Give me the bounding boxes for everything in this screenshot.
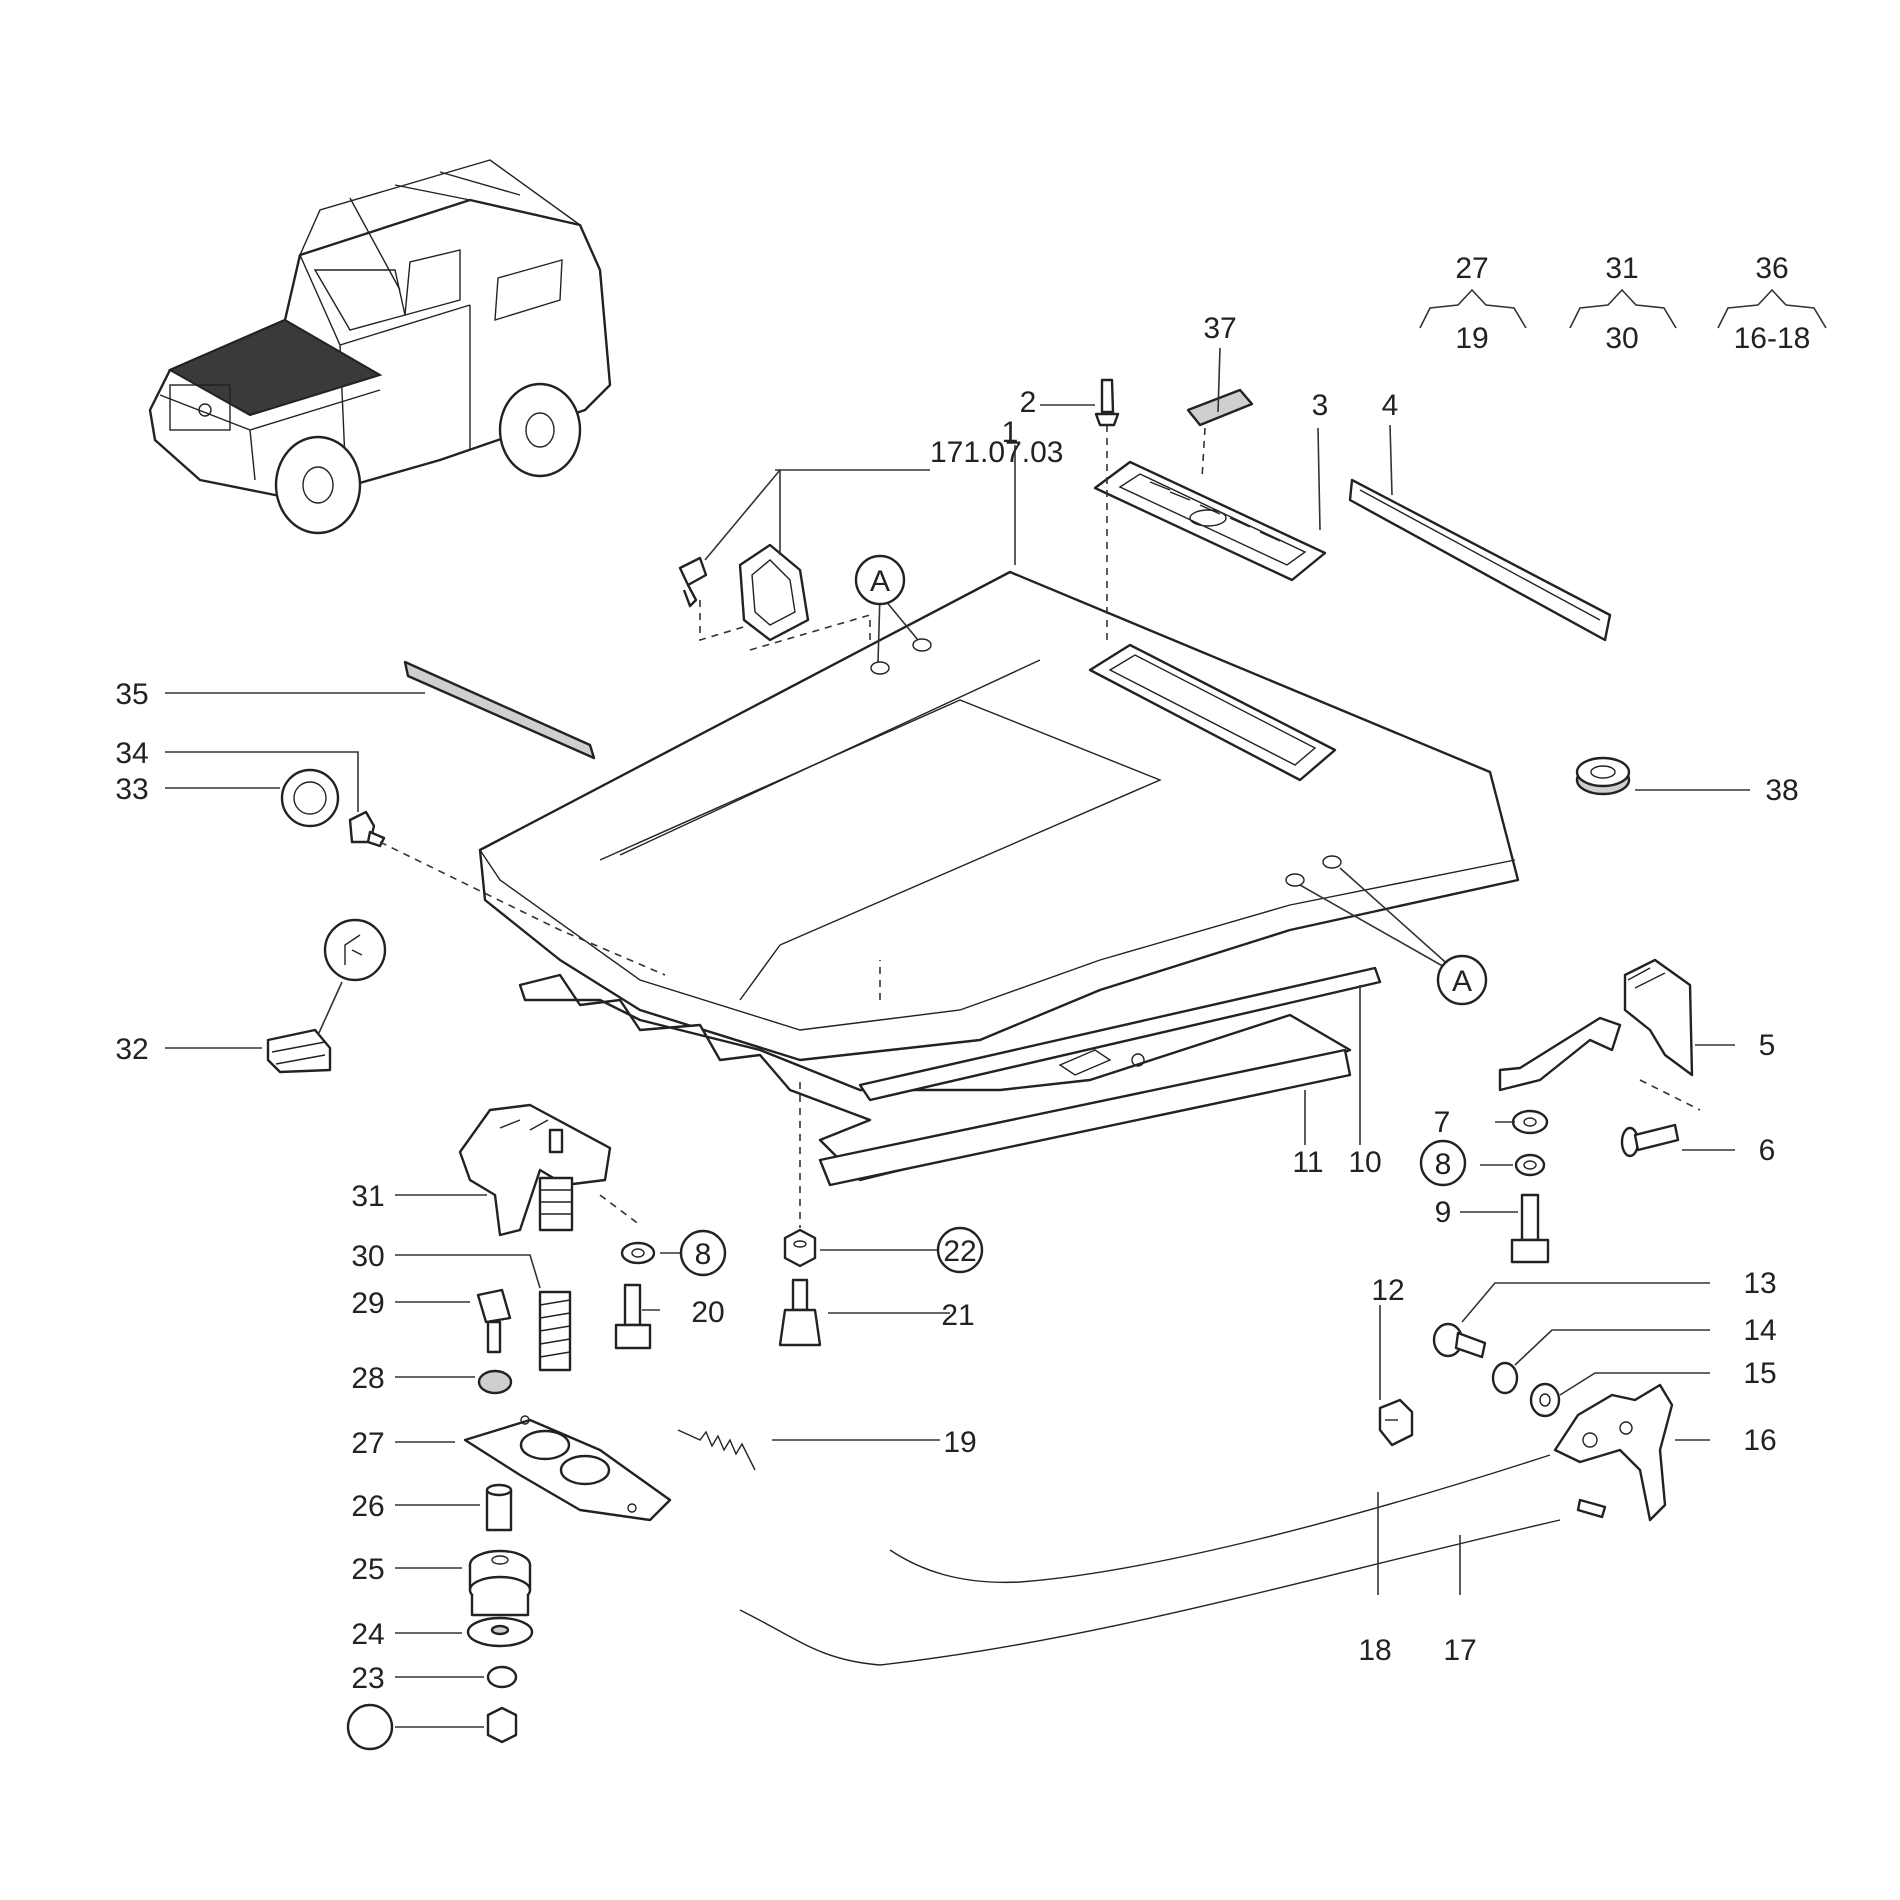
group-1-top: 27 bbox=[1455, 252, 1488, 285]
label-35: 35 bbox=[115, 678, 148, 711]
buffer-21 bbox=[778, 1278, 822, 1347]
bolt-13 bbox=[1432, 1322, 1487, 1359]
label-13: 13 bbox=[1743, 1267, 1776, 1300]
reference-label: 171.07.03 bbox=[930, 436, 1063, 469]
label-8-right: 8 bbox=[1435, 1148, 1452, 1181]
label-29: 29 bbox=[351, 1287, 384, 1320]
label-37: 37 bbox=[1203, 312, 1236, 345]
plate-37 bbox=[1186, 388, 1254, 427]
reference-bracket-parts bbox=[678, 543, 871, 651]
washer-15 bbox=[1529, 1382, 1561, 1418]
clip-34 bbox=[348, 810, 386, 848]
hood-outline-bottom bbox=[739, 1519, 1561, 1666]
label-20: 20 bbox=[691, 1296, 724, 1329]
label-6: 6 bbox=[1759, 1134, 1776, 1167]
label-1: 1 bbox=[1002, 416, 1019, 449]
label-27: 27 bbox=[351, 1427, 384, 1460]
base-plate-27 bbox=[463, 1415, 672, 1522]
weatherstrip-35 bbox=[403, 660, 596, 760]
group-2-top: 31 bbox=[1605, 252, 1638, 285]
detail-callout-32 bbox=[323, 918, 387, 982]
label-18: 18 bbox=[1358, 1634, 1391, 1667]
label-7: 7 bbox=[1434, 1106, 1451, 1139]
assembly-lines bbox=[379, 425, 1701, 1228]
group-brackets: 27 19 31 30 36 16-18 bbox=[1419, 252, 1827, 355]
washer-24 bbox=[466, 1616, 534, 1648]
label-30: 30 bbox=[351, 1240, 384, 1273]
grommet-38 bbox=[1575, 756, 1631, 796]
callout-circles: A A bbox=[346, 554, 1488, 1751]
spring-19 bbox=[677, 1429, 756, 1471]
label-17: 17 bbox=[1443, 1634, 1476, 1667]
lock-washer-23 bbox=[486, 1665, 518, 1689]
hood-panel bbox=[478, 570, 1520, 1062]
clip-2 bbox=[1094, 378, 1120, 427]
weatherstrip-4 bbox=[1348, 478, 1612, 642]
label-12: 12 bbox=[1371, 1274, 1404, 1307]
label-22-center: 22 bbox=[943, 1235, 976, 1268]
label-10: 10 bbox=[1348, 1146, 1381, 1179]
group-3-top: 36 bbox=[1755, 252, 1788, 285]
label-8-left: 8 bbox=[695, 1238, 712, 1271]
group-3-bottom: 16-18 bbox=[1734, 322, 1811, 355]
label-11: 11 bbox=[1292, 1146, 1323, 1179]
label-3: 3 bbox=[1312, 389, 1329, 422]
washer-7 bbox=[1511, 1109, 1549, 1135]
washer-28 bbox=[477, 1369, 513, 1395]
label-9: 9 bbox=[1435, 1196, 1452, 1229]
label-31: 31 bbox=[351, 1180, 384, 1213]
nut-22-center bbox=[783, 1228, 817, 1268]
label-33: 33 bbox=[115, 773, 148, 806]
seal-32 bbox=[266, 1028, 332, 1074]
knob-33 bbox=[280, 768, 340, 828]
hinge-5 bbox=[1498, 958, 1694, 1092]
part-labels: 171.07.03 1 2 3 4 5 6 7 8 9 10 11 12 13 … bbox=[115, 312, 1798, 1695]
label-28: 28 bbox=[351, 1362, 384, 1395]
label-15: 15 bbox=[1743, 1357, 1776, 1390]
vehicle-illustration bbox=[148, 159, 612, 535]
bolt-9 bbox=[1510, 1193, 1550, 1264]
screw-6 bbox=[1620, 1123, 1680, 1158]
sleeve-26 bbox=[485, 1483, 513, 1532]
label-24: 24 bbox=[351, 1618, 384, 1651]
nut-22-bottom bbox=[486, 1706, 518, 1744]
insulation-mat bbox=[518, 966, 1382, 1187]
bump-stop-12 bbox=[1378, 1398, 1414, 1447]
release-handle-16 bbox=[1553, 1383, 1674, 1522]
label-34: 34 bbox=[115, 737, 148, 770]
bolt-29 bbox=[476, 1288, 512, 1354]
label-19: 19 bbox=[943, 1426, 976, 1459]
latch-31 bbox=[458, 1103, 612, 1237]
label-32: 32 bbox=[115, 1033, 148, 1066]
rubber-mount-25 bbox=[468, 1549, 532, 1617]
bolt-20 bbox=[614, 1283, 652, 1350]
label-23: 23 bbox=[351, 1662, 384, 1695]
label-26: 26 bbox=[351, 1490, 384, 1523]
lock-washer-8-right bbox=[1514, 1153, 1546, 1177]
label-4: 4 bbox=[1382, 389, 1399, 422]
label-16: 16 bbox=[1743, 1424, 1776, 1457]
group-2-bottom: 30 bbox=[1605, 322, 1638, 355]
release-cable-18 bbox=[889, 1454, 1551, 1584]
marker-a-right: A bbox=[1452, 965, 1472, 998]
group-1-bottom: 19 bbox=[1455, 322, 1488, 355]
label-14: 14 bbox=[1743, 1314, 1776, 1347]
spring-30 bbox=[538, 1290, 572, 1372]
washer-14 bbox=[1491, 1361, 1519, 1395]
vent-grille bbox=[1093, 460, 1327, 582]
label-38: 38 bbox=[1765, 774, 1798, 807]
label-5: 5 bbox=[1759, 1029, 1776, 1062]
marker-a-top: A bbox=[870, 565, 890, 598]
lock-washer-8-left bbox=[620, 1241, 656, 1265]
pin-17 bbox=[1576, 1498, 1607, 1519]
label-25: 25 bbox=[351, 1553, 384, 1586]
label-21: 21 bbox=[941, 1299, 974, 1332]
label-2: 2 bbox=[1020, 386, 1037, 419]
